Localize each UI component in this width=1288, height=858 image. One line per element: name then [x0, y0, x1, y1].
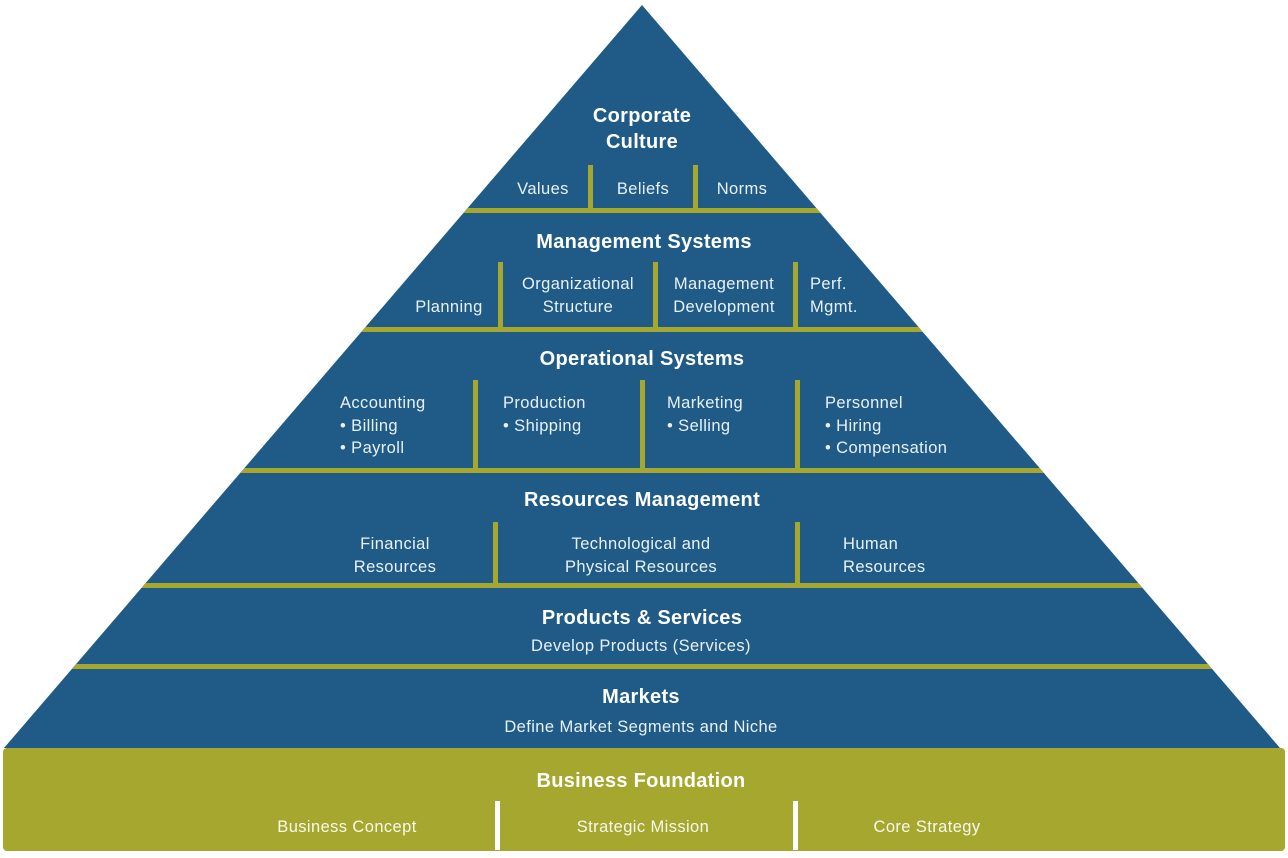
subtitle-markets: Define Market Segments and Niche — [504, 718, 778, 736]
divider-l2-a — [498, 262, 503, 327]
cell-personnel-bullet-hiring: • Hiring — [825, 416, 882, 435]
foundation-title: Business Foundation — [536, 770, 746, 792]
cell-perf-mgmt: Perf. Mgmt. — [810, 275, 858, 316]
layer-title-operational-systems: Operational Systems — [539, 348, 745, 370]
subtitle-products-services: Develop Products (Services) — [531, 637, 751, 655]
divider-l2-c — [793, 262, 798, 327]
cell-organizational-structure: Organizational Structure — [522, 275, 634, 316]
cell-personnel-bullet-compensation: • Compensation — [825, 439, 948, 457]
cell-strategic-mission: Strategic Mission — [576, 818, 710, 836]
divider-l3-a — [473, 380, 478, 468]
divider-l4-b — [795, 522, 800, 583]
cell-management-development: Management Development — [673, 275, 775, 316]
layer-title-corporate-culture: Corporate Culture — [592, 105, 692, 153]
cell-values: Values — [517, 180, 569, 198]
cell-norms: Norms — [716, 180, 768, 198]
cell-planning: Planning — [415, 298, 483, 316]
cell-marketing-heading: Marketing — [667, 394, 744, 412]
divider-foundation-b — [793, 801, 798, 850]
cell-production: Production • Shipping — [503, 392, 586, 437]
divider-l1-a — [588, 165, 593, 208]
divider-foundation-a — [495, 801, 500, 850]
layer-title-resources-management: Resources Management — [523, 489, 761, 511]
layer-title-markets: Markets — [602, 686, 680, 708]
layer-line-1 — [4, 208, 1280, 213]
cell-marketing-bullet-selling: • Selling — [667, 416, 731, 435]
divider-l2-b — [653, 262, 658, 327]
cell-accounting: Accounting • Billing • Payroll — [340, 392, 426, 460]
foundation-bar: Business Foundation Business Concept Str… — [3, 748, 1285, 851]
cell-production-heading: Production — [503, 394, 586, 412]
cell-accounting-heading: Accounting — [340, 394, 426, 412]
cell-production-bullet-shipping: • Shipping — [503, 416, 582, 435]
layer-line-2 — [4, 327, 1280, 332]
cell-core-strategy: Core Strategy — [873, 818, 981, 836]
layer-title-management-systems: Management Systems — [536, 231, 752, 253]
layer-line-4 — [4, 583, 1280, 588]
cell-financial-resources: Financial Resources — [353, 535, 437, 576]
cell-personnel: Personnel • Hiring • Compensation — [825, 392, 947, 460]
cell-beliefs: Beliefs — [616, 180, 670, 198]
cell-human-resources: Human Resources — [843, 535, 926, 576]
cell-accounting-bullet-payroll: • Payroll — [340, 439, 405, 457]
layer-title-products-services: Products & Services — [541, 607, 743, 629]
cell-personnel-heading: Personnel — [825, 394, 903, 412]
divider-l4-a — [493, 522, 498, 583]
layer-line-5 — [4, 664, 1280, 669]
cell-marketing: Marketing • Selling — [667, 392, 743, 437]
cell-technological-physical-resources: Technological and Physical Resources — [564, 535, 718, 576]
divider-l1-b — [693, 165, 698, 208]
layer-line-3 — [4, 468, 1280, 473]
cell-business-concept: Business Concept — [277, 818, 417, 836]
cell-accounting-bullet-billing: • Billing — [340, 416, 398, 435]
divider-l3-c — [795, 380, 800, 468]
divider-l3-b — [640, 380, 645, 468]
